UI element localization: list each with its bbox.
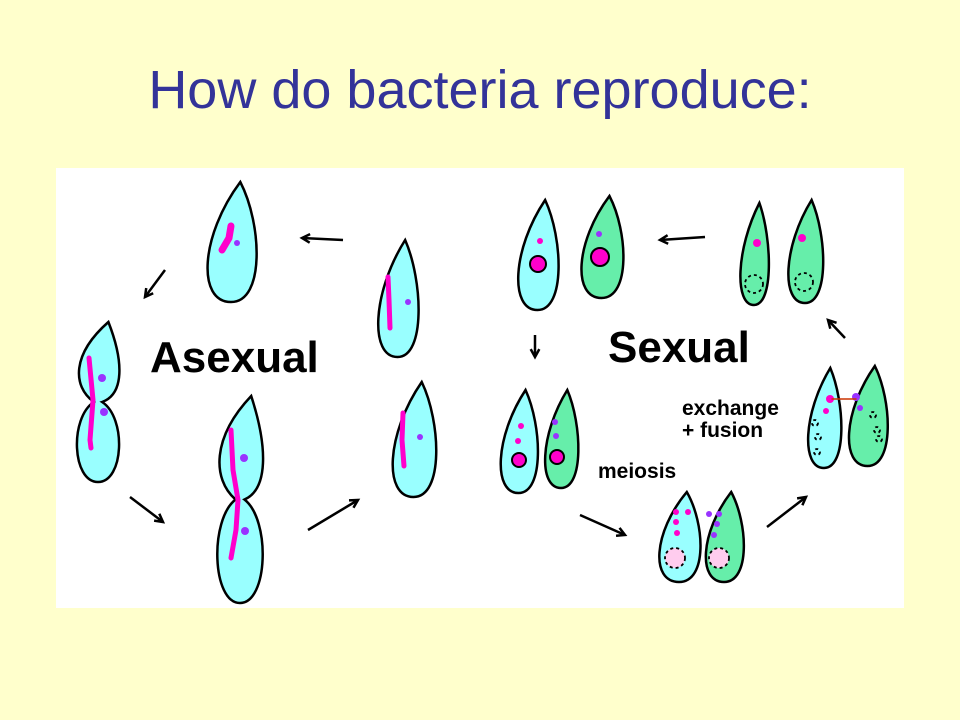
micronucleus (518, 423, 524, 429)
sexual-cell-green-exchange (847, 363, 889, 468)
sexual-cell-green-topright-1 (739, 199, 771, 307)
asexual-cell-right-top (376, 237, 420, 359)
arrow-shaft (307, 498, 359, 532)
meiotic-nucleus (714, 521, 720, 527)
micronucleus (823, 408, 829, 414)
micronucleus (596, 231, 602, 237)
meiotic-nucleus (711, 532, 717, 538)
arrow-asexual-3 (129, 496, 166, 524)
nucleus-strand (399, 410, 407, 469)
plasmid (234, 240, 240, 246)
asexual-cell-top (206, 179, 258, 304)
arrow-head (153, 513, 166, 524)
arrow-sexual-4 (766, 495, 809, 528)
arrow-shaft (766, 496, 807, 528)
arrow-shaft (579, 513, 626, 537)
sexual-cell-green-top (580, 193, 625, 300)
arrow-head (348, 498, 361, 509)
degenerating-nucleus (875, 435, 883, 443)
arrow-head (657, 234, 669, 245)
nucleus-strand (218, 222, 235, 254)
sexual-cell-green-meiosis (704, 489, 746, 584)
micronucleus (515, 438, 521, 444)
sexual-cell-green-conjugating (543, 387, 580, 490)
micronucleus (798, 234, 806, 242)
arrow-asexual-1 (299, 232, 344, 244)
degenerating-nucleus (869, 411, 877, 419)
arrow-shaft (659, 235, 706, 242)
arrow-shaft (143, 269, 167, 298)
asexual-cell-right-bottom (391, 379, 438, 499)
arrow-sexual-1 (657, 234, 706, 245)
slide-title: How do bacteria reproduce: (148, 60, 812, 120)
sexual-cell-green-topright-2 (787, 197, 825, 305)
degenerating-nucleus (811, 419, 819, 427)
meiotic-nucleus (716, 511, 722, 517)
sexual-label: Sexual (608, 323, 750, 372)
sexual-cell-cyan-exchange (806, 365, 843, 470)
arrow-head (796, 495, 809, 506)
arrow-head (143, 287, 154, 300)
fusion-label: + fusion (682, 419, 763, 442)
nucleus (511, 452, 527, 468)
plasmid (417, 434, 423, 440)
degenerating-nucleus (794, 272, 814, 292)
meiosis-label: meiosis (598, 460, 676, 483)
arrow-shaft (301, 236, 344, 242)
arrow-sexual-2 (529, 335, 541, 360)
degenerating-nucleus (813, 448, 821, 456)
nucleus-strand (86, 355, 96, 451)
nucleus-strand (385, 274, 393, 331)
arrow-head (615, 527, 628, 537)
meiotic-nucleus (674, 530, 680, 536)
arrow-sexual-5 (826, 318, 846, 339)
micronucleus (857, 405, 863, 411)
asexual-label: Asexual (150, 333, 319, 382)
sexual-cell-cyan-top (516, 197, 560, 312)
degenerating-nucleus (744, 274, 764, 294)
plasmid (241, 527, 249, 535)
diagram-svg: Asexual Sexual meiosis exchange + fusion (75, 179, 889, 605)
reproduction-diagram: Asexual Sexual meiosis exchange + fusion (56, 168, 904, 608)
arrow-asexual-4 (307, 498, 361, 532)
arrow-head (826, 318, 837, 330)
meiotic-nucleus (673, 519, 679, 525)
micronucleus (552, 419, 558, 425)
nucleus (529, 255, 547, 273)
meiotic-nucleus (706, 511, 712, 517)
arrow-head (299, 232, 311, 244)
nucleus (590, 247, 610, 267)
plasmid (240, 454, 248, 462)
micronucleus (826, 395, 834, 403)
nucleus-strand (228, 427, 241, 561)
exchange-label: exchange (682, 397, 779, 420)
sexual-cell-cyan-meiosis (658, 489, 702, 584)
plasmid (405, 299, 411, 305)
micronucleus (553, 433, 559, 439)
arrow-shaft (827, 319, 846, 339)
degenerating-nucleus (873, 426, 881, 434)
meiotic-nucleus (673, 509, 679, 515)
degenerating-nucleus (814, 433, 822, 441)
arrow-asexual-2 (143, 269, 167, 300)
micronucleus (753, 239, 761, 247)
micronucleus (537, 238, 543, 244)
arrow-head (529, 348, 541, 360)
arrow-sexual-3 (579, 513, 628, 537)
asexual-cell-dividing-left (75, 319, 121, 484)
degenerating-nucleus (708, 547, 730, 569)
micronucleus (852, 393, 860, 401)
meiotic-nucleus (685, 509, 691, 515)
plasmid (98, 374, 106, 382)
arrow-shaft (129, 496, 164, 523)
plasmid (100, 408, 108, 416)
degenerating-nucleus (664, 547, 686, 569)
nucleus (549, 449, 565, 465)
